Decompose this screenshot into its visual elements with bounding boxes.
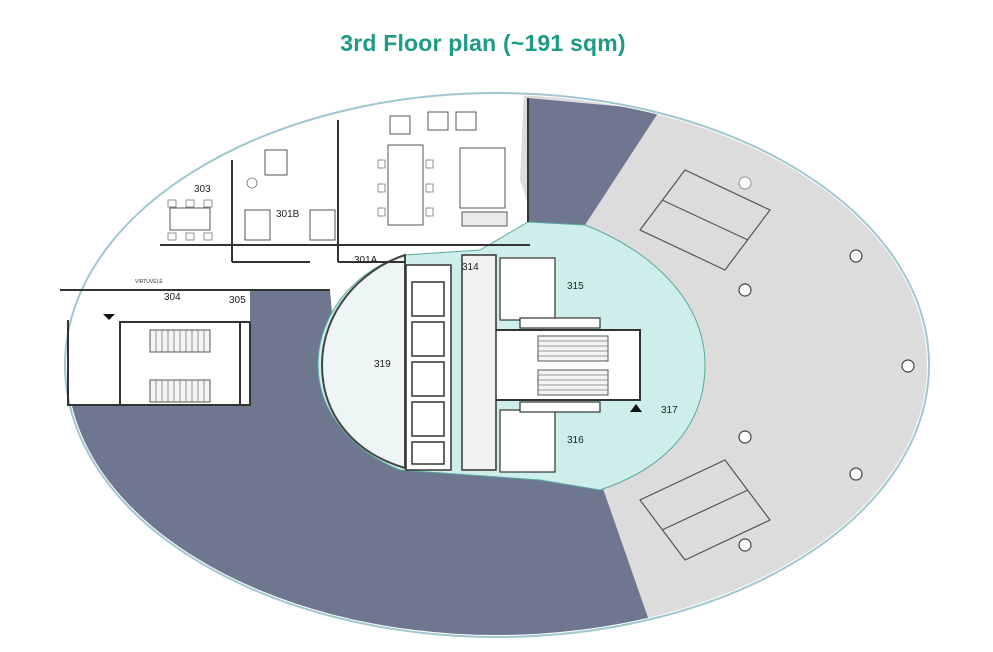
room-314-label: 314 [462, 262, 479, 273]
page-title: 3rd Floor plan (~191 sqm) [340, 30, 626, 56]
chairs [167, 159, 752, 241]
room-301b-label: 301B [276, 209, 300, 220]
furniture [169, 111, 508, 241]
kitchen-tag: VIRTUVĖLĖ [135, 278, 163, 285]
toilet-blocks [499, 257, 601, 473]
room-305-label: 305 [229, 295, 246, 306]
room-304-label: 304 [164, 292, 181, 303]
stair-core-left [103, 314, 241, 406]
columns [738, 249, 915, 552]
leased-zone-top [528, 98, 660, 225]
room-301a-label: 301A [354, 255, 378, 266]
room-317-label: 317 [661, 405, 678, 416]
elevator-lobby [320, 253, 406, 470]
grey-desk-clusters [639, 169, 771, 561]
stair-core-center [494, 329, 642, 412]
room-319-label: 319 [374, 359, 391, 370]
room-315-label: 315 [567, 281, 584, 292]
room-303-label: 303 [194, 184, 211, 195]
room-316-label: 316 [567, 435, 584, 446]
elevator-shafts [405, 254, 497, 471]
